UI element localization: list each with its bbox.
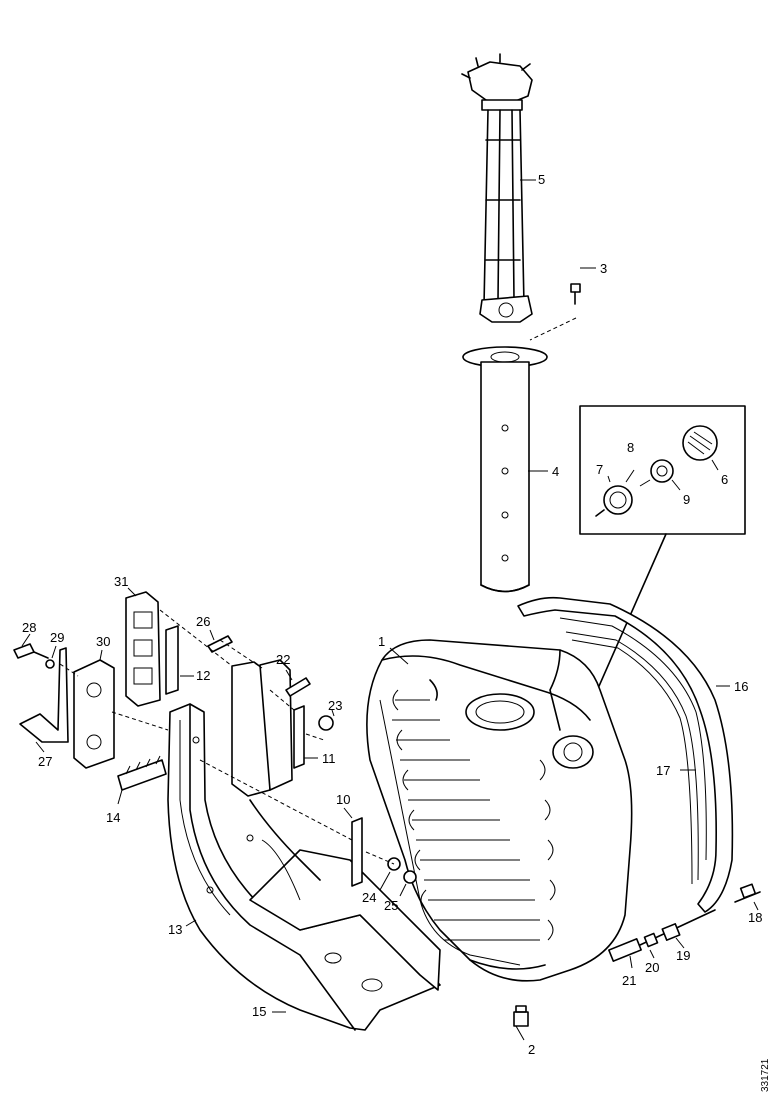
label-part-15: 15 xyxy=(252,1004,266,1019)
tank-bracket xyxy=(167,659,441,1031)
label-part-21: 21 xyxy=(622,973,636,988)
drawing-reference-number: 331721 xyxy=(760,1058,771,1092)
label-part-8: 8 xyxy=(627,440,634,455)
label-part-9: 9 xyxy=(683,492,690,507)
cap-detail-box xyxy=(579,405,746,535)
label-part-12: 12 xyxy=(196,668,210,683)
label-part-7: 7 xyxy=(596,462,603,477)
label-part-1: 1 xyxy=(378,634,385,649)
label-part-29: 29 xyxy=(50,630,64,645)
label-part-16: 16 xyxy=(734,679,748,694)
label-part-31: 31 xyxy=(114,574,128,589)
fuel-tank xyxy=(366,639,633,982)
label-part-23: 23 xyxy=(328,698,342,713)
label-part-10: 10 xyxy=(336,792,350,807)
label-part-30: 30 xyxy=(96,634,110,649)
cable-clip xyxy=(117,755,167,791)
small-bracket-set xyxy=(13,643,69,743)
label-part-6: 6 xyxy=(721,472,728,487)
label-part-2: 2 xyxy=(528,1042,535,1057)
label-part-4: 4 xyxy=(552,464,559,479)
drain-plug xyxy=(513,1005,529,1027)
label-part-14: 14 xyxy=(106,810,120,825)
label-part-3: 3 xyxy=(600,261,607,276)
fuel-level-sender xyxy=(461,53,533,323)
label-part-27: 27 xyxy=(38,754,52,769)
mounting-plates xyxy=(165,625,363,887)
label-part-20: 20 xyxy=(645,960,659,975)
label-leaders xyxy=(21,179,759,1041)
label-part-11: 11 xyxy=(322,751,336,766)
label-part-25: 25 xyxy=(384,898,398,913)
label-part-28: 28 xyxy=(22,620,36,635)
label-part-18: 18 xyxy=(748,910,762,925)
label-part-26: 26 xyxy=(196,614,210,629)
assembly-lines xyxy=(59,609,395,865)
label-part-13: 13 xyxy=(168,922,182,937)
label-part-19: 19 xyxy=(676,948,690,963)
label-part-5: 5 xyxy=(538,172,545,187)
sender-tube xyxy=(462,346,548,593)
part-number-labels: 5 3 4 6 7 8 9 1 2 16 17 18 19 20 21 10 1… xyxy=(22,172,762,1057)
strap-bolt-set xyxy=(608,883,761,962)
label-part-22: 22 xyxy=(276,652,290,667)
screw xyxy=(529,283,581,341)
label-part-24: 24 xyxy=(362,890,376,905)
label-part-17: 17 xyxy=(656,763,670,778)
valve-blocks xyxy=(73,591,161,769)
tank-strap xyxy=(517,596,734,913)
